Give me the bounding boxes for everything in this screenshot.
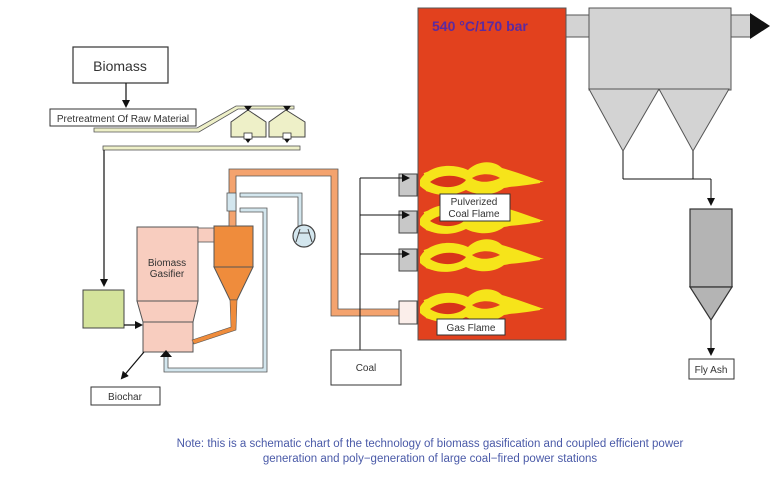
coal-burner-1 bbox=[398, 173, 418, 197]
collector-hopper-1 bbox=[588, 88, 660, 153]
footnote-line-2: generation and poly−generation of large … bbox=[262, 453, 598, 465]
coal-label: Coal bbox=[356, 363, 377, 374]
air-pipe-top bbox=[239, 192, 303, 227]
biomass-label: Biomass bbox=[93, 58, 147, 74]
pulverized-label-box bbox=[439, 193, 511, 222]
fly-ash-label: Fly Ash bbox=[695, 365, 728, 376]
coal-burner-2 bbox=[398, 210, 418, 234]
hopper-2 bbox=[268, 106, 306, 143]
dust-collector bbox=[588, 7, 732, 91]
air-pipe-junction bbox=[226, 192, 237, 212]
syngas-pipe bbox=[228, 168, 401, 317]
ash-silo bbox=[689, 208, 733, 288]
coal-box bbox=[330, 349, 402, 386]
lower-conveyor bbox=[102, 145, 301, 151]
pretreatment-label: Pretreatment Of Raw Material bbox=[57, 114, 189, 125]
pretreatment-box bbox=[49, 108, 197, 127]
footnote-line-1: Note: this is a schematic chart of the t… bbox=[176, 438, 684, 450]
flue-duct-out bbox=[730, 14, 753, 38]
footnote: Note: this is a schematic chart of the t… bbox=[150, 437, 710, 467]
biochar-box bbox=[90, 386, 161, 406]
pulverized-label-1: Pulverized bbox=[451, 197, 498, 208]
gas-flame-label: Gas Flame bbox=[447, 323, 496, 334]
ash-silo-cone bbox=[688, 286, 734, 322]
biochar-label: Biochar bbox=[108, 392, 143, 403]
cyclone-separator bbox=[191, 225, 254, 345]
air-inlet-arrow bbox=[160, 350, 172, 357]
feeder-box bbox=[82, 289, 125, 329]
gas-burner bbox=[398, 300, 418, 325]
flue-out-arrow bbox=[750, 13, 770, 39]
gas-flame-label-box bbox=[436, 318, 506, 336]
boiler-conditions-label: 540 °C/170 bar bbox=[432, 18, 528, 34]
collector-hopper-2 bbox=[658, 88, 730, 153]
gasifier-label-2: Gasifier bbox=[150, 269, 185, 280]
gasifier-label-1: Biomass bbox=[148, 258, 186, 269]
coal-feed-lines bbox=[359, 174, 410, 350]
blower-fan-icon bbox=[292, 224, 316, 248]
fly-ash-box bbox=[688, 358, 735, 380]
conveyor-belt bbox=[93, 105, 295, 133]
ash-lines bbox=[622, 151, 715, 206]
pulverized-label-2: Coal Flame bbox=[448, 209, 500, 220]
biomass-gasifier bbox=[136, 226, 215, 353]
biochar-arrow bbox=[120, 351, 145, 380]
coal-burner-3 bbox=[398, 248, 418, 272]
hopper-1 bbox=[230, 106, 267, 143]
biomass-box bbox=[72, 46, 169, 84]
flue-duct-in bbox=[565, 14, 590, 38]
